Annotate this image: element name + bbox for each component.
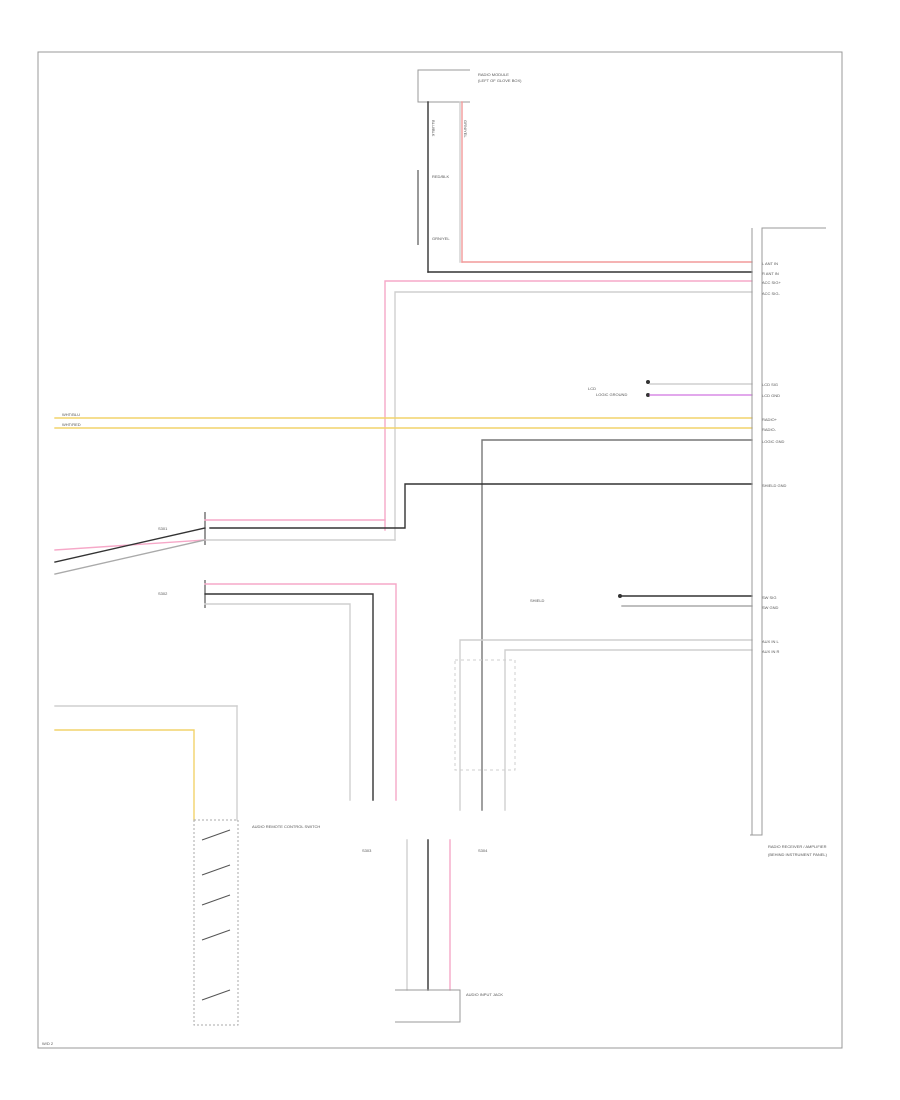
svg-text:LCD: LCD	[588, 386, 596, 391]
svg-text:LOGIC GROUND: LOGIC GROUND	[596, 392, 627, 397]
footer-code: W/D 2	[42, 1041, 54, 1046]
bottom-module: AUDIO INPUT JACK	[395, 989, 503, 1023]
svg-text:AUDIO INPUT JACK: AUDIO INPUT JACK	[466, 992, 503, 997]
wire-switch-yellow	[54, 729, 195, 821]
svg-text:L ANT IN: L ANT IN	[762, 261, 778, 266]
svg-text:(LEFT OF GLOVE BOX): (LEFT OF GLOVE BOX)	[478, 78, 522, 83]
svg-text:S303: S303	[362, 848, 372, 853]
svg-text:GRN/YEL: GRN/YEL	[432, 236, 450, 241]
wire-gray-to-r4	[394, 291, 753, 541]
svg-text:S301: S301	[158, 526, 168, 531]
svg-text:S304: S304	[478, 848, 488, 853]
diagram-frame	[37, 51, 843, 1049]
wire-black-splice	[209, 483, 753, 529]
svg-text:RADIO-: RADIO-	[762, 427, 777, 432]
aux-shield-box	[454, 659, 516, 771]
wire-logic-gnd	[481, 439, 753, 811]
svg-text:SW SIG: SW SIG	[762, 595, 776, 600]
wire-aux-l	[459, 639, 753, 811]
switch-dot	[618, 594, 622, 598]
svg-text:RADIO+: RADIO+	[762, 417, 778, 422]
wire-left-gray	[54, 539, 206, 575]
wire-pink-to-r3	[384, 280, 753, 531]
svg-text:RADIO RECEIVER / AMPLIFIER: RADIO RECEIVER / AMPLIFIER	[768, 844, 827, 849]
right-connector: RADIO RECEIVER / AMPLIFIER (BEHIND INSTR…	[750, 227, 828, 857]
svg-text:SHIELD GND: SHIELD GND	[762, 483, 787, 488]
svg-text:RADIO MODULE: RADIO MODULE	[478, 72, 509, 77]
svg-text:AUX IN R: AUX IN R	[762, 649, 779, 654]
svg-text:GRN/YEL: GRN/YEL	[463, 120, 468, 138]
svg-text:AUDIO REMOTE CONTROL SWITCH: AUDIO REMOTE CONTROL SWITCH	[252, 824, 320, 829]
svg-text:AUX IN L: AUX IN L	[762, 639, 779, 644]
svg-text:LCD SIG: LCD SIG	[762, 382, 778, 387]
svg-text:S302: S302	[158, 591, 168, 596]
svg-text:RED/BLK: RED/BLK	[432, 174, 449, 179]
svg-text:R ANT IN: R ANT IN	[762, 271, 779, 276]
svg-text:LOGIC GND: LOGIC GND	[762, 439, 785, 444]
svg-text:SHIELD: SHIELD	[530, 598, 545, 603]
wire-aux-r	[504, 649, 753, 811]
svg-text:(BEHIND INSTRUMENT PANEL): (BEHIND INSTRUMENT PANEL)	[768, 852, 828, 857]
svg-text:LCD GND: LCD GND	[762, 393, 780, 398]
top-module: RADIO MODULE (LEFT OF GLOVE BOX)	[417, 69, 522, 103]
svg-text:WHT/BLU: WHT/BLU	[62, 412, 80, 417]
ground-dot-2	[646, 393, 650, 397]
ground-dot-1	[646, 380, 650, 384]
svg-text:BLU/BLK: BLU/BLK	[431, 120, 436, 137]
wire-left-black	[54, 527, 206, 563]
svg-text:SW GND: SW GND	[762, 605, 779, 610]
svg-text:ACC SIG+: ACC SIG+	[762, 280, 781, 285]
svg-text:ACC SIG-: ACC SIG-	[762, 291, 780, 296]
svg-text:WHT/RED: WHT/RED	[62, 422, 81, 427]
splice-2: S302	[158, 580, 397, 801]
audio-remote-switch: AUDIO REMOTE CONTROL SWITCH	[193, 819, 320, 1026]
